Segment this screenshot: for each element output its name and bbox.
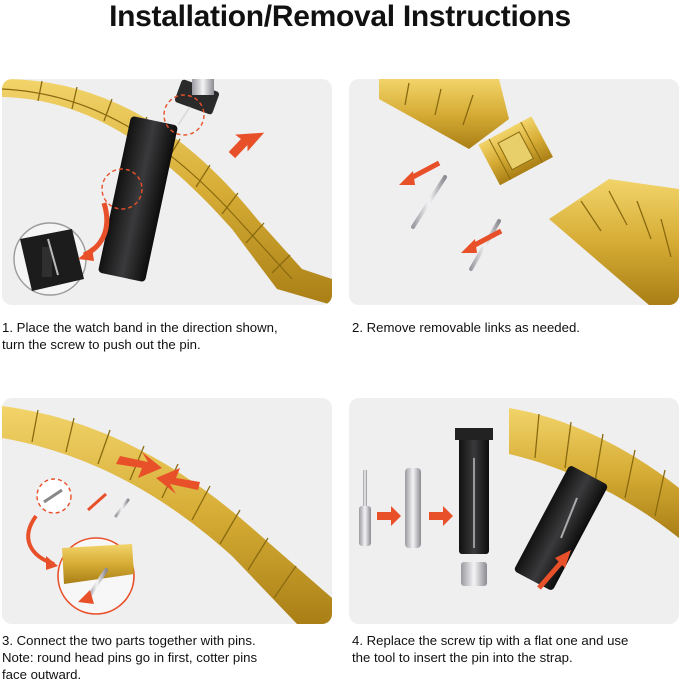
step-1-image (2, 79, 332, 305)
red-arrow-icon (377, 506, 401, 526)
pin-icon (114, 498, 130, 518)
link-remover-tool-angled (514, 466, 608, 590)
red-arrow-icon (461, 228, 503, 253)
step-2-illustration (379, 79, 679, 305)
red-arrow-icon (429, 506, 453, 526)
red-arrow-icon (156, 468, 200, 494)
watch-band (509, 408, 679, 538)
page-title: Installation/Removal Instructions (109, 0, 571, 33)
watch-band-upper (379, 79, 509, 149)
step-4-caption: 4. Replace the screw tip with a flat one… (352, 633, 629, 665)
callout-circle-icon (101, 168, 143, 210)
red-arrow-icon (87, 492, 107, 512)
red-arrow-icon (116, 452, 162, 478)
pin-icon (411, 175, 447, 229)
zoom-inset (13, 222, 87, 296)
red-curved-arrow (26, 514, 55, 566)
zoom-inset (57, 537, 135, 615)
screw-pin-thin (359, 470, 371, 546)
step-3-illustration (2, 406, 332, 624)
link-remover-tool (98, 79, 220, 282)
red-arrow-icon (399, 160, 441, 185)
step-4-image (349, 398, 679, 624)
step-2-caption: 2. Remove removable links as needed. (352, 320, 580, 335)
step-2-image (349, 79, 679, 305)
link-remover-tool-upright (455, 428, 493, 586)
pin-icon (469, 219, 501, 271)
step-3-caption: 3. Connect the two parts together with p… (2, 633, 258, 682)
watch-band (2, 406, 332, 624)
step-4-illustration (359, 408, 679, 590)
callout-circle-icon (163, 94, 205, 136)
screw-pin-thick (405, 468, 421, 548)
watch-band-lower (549, 179, 679, 305)
step-1-illustration (2, 79, 332, 305)
removed-link (478, 116, 553, 186)
red-arrow-icon (78, 247, 94, 261)
red-arrow-icon (228, 132, 265, 159)
step-1-caption: 1. Place the watch band in the direction… (2, 320, 278, 352)
step-3-image (2, 398, 332, 624)
